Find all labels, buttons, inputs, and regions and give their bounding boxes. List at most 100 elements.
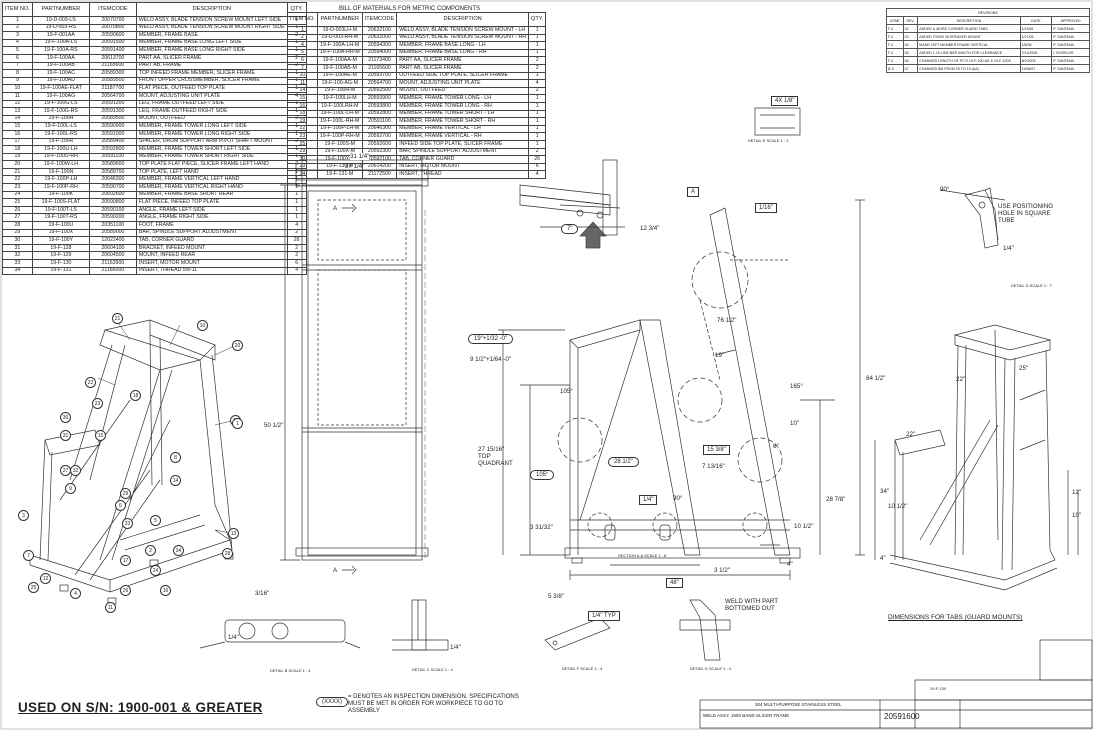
item-balloon: 3 [18,510,29,521]
item-balloon: 6 [115,500,126,511]
dim-6: 6" [773,443,779,450]
item-balloon: 20 [232,340,243,351]
detail-e-label: DETAIL E SCALE 1 : 2 [748,138,789,143]
item-balloon: 9 [65,483,76,494]
item-balloon: 4 [70,588,81,599]
detail-positioning-view [939,187,1006,249]
dim-25: 25" [1019,365,1029,372]
dim-84: 84 1/2" [866,375,886,382]
bom-metric-container: BILL OF MATERIALS FOR METRIC COMPONENTS … [287,6,547,179]
item-balloon: 15 [95,430,106,441]
dim-22-b: 22" [906,431,916,438]
item-balloon: 30 [60,412,71,423]
dim-3-31-32: 3 31/32" [530,524,553,531]
dim-1-16: 1/16" [755,203,777,213]
detail-b-label: DETAIL B SCALE 1 : 4 [270,668,311,673]
used-on-serial: USED ON S/N: 1900-001 & GREATER [18,700,263,715]
tabs-dimensions-title: DIMENSIONS FOR TABS (GUARD MOUNTS) [888,614,1023,621]
bom-left-header-1: PARTNUMBER [31,2,90,17]
view-arrow-icon [579,221,607,249]
dim-4x-1-8: 4X 1/8" [771,96,799,106]
item-balloon: 24 [150,565,161,576]
section-label-a1: A [333,205,338,212]
dim-4: 4" [787,561,793,568]
angle-165: 165° [790,383,803,390]
dim-9: 9 1/2"+1/64 -0" [470,356,512,363]
item-balloon: 25 [28,582,39,593]
front-view [280,155,429,575]
dim-19: 19" [715,352,725,359]
bom-metric-cell: 34 [287,170,318,179]
bom-left-header-3: DESCRIPTION [135,2,288,17]
right-isometric-view [874,324,1079,591]
dim-10: 10" [790,420,800,427]
detail-c-label: DETAIL C SCALE 1 : 4 [412,667,453,672]
item-balloon: 31 [60,430,71,441]
dim-4-b: 4" [880,555,886,562]
dim-76: 76 1/2" [717,317,737,324]
item-balloon: 1 [232,418,243,429]
dim-1-4-c: 1/4" [450,644,461,651]
item-balloon: 18 [130,390,141,401]
item-balloon: 23 [92,398,103,409]
detail-f-label: DETAIL F SCALE 1 : 4 [562,666,603,671]
isometric-frame-view [29,319,234,605]
dim-27: 27 15/16" TOP QUADRANT [478,446,513,467]
detail-g-label: DETAIL G SCALE 1 : 4 [690,666,731,671]
section-a-a-label: SECTION A-A SCALE 1 : 8 [618,553,667,558]
title-block-lines [699,639,1093,729]
angle-90: 90° [673,495,683,502]
drawing-number: 20591600 [884,712,920,721]
bom-metric-cell: 19-F-131-M [316,170,363,179]
dim-5-3-8: 5 3/8" [548,593,564,600]
dim-37: 37 1/4" [345,163,365,170]
item-balloon: 29 [120,488,131,499]
dim-48: 48" [666,578,683,588]
detail-c-view [392,599,449,651]
item-balloon: 22 [85,377,96,388]
bom-left-cell: 21166000 [88,266,137,276]
item-balloon: 27 [60,465,71,476]
item-balloon: 33 [122,518,133,529]
detail-g-view [679,599,731,661]
bom-left-header-0: ITEM NO. [2,2,33,17]
item-balloon: 34 [173,545,184,556]
angle-105-inspection: 105° [530,470,555,480]
inspection-note: = DENOTES AN INSPECTION DIMENSION. SPECI… [348,694,519,714]
dim-50: 50 1/2" [264,422,284,429]
dim-28-inspection: 28 1/2" [608,457,639,467]
bom-metric-cell: 4 [528,170,547,179]
dim-34: 34" [880,488,890,495]
revision-cell: B-3 [886,64,904,73]
item-balloon: 10 [197,320,208,331]
dim-10-1-2-b: 10 1/2" [888,503,908,510]
bom-left-header-2: ITEMCODE [88,2,137,17]
item-balloon: 17 [120,555,131,566]
bom-left-cell: 4 [286,266,307,276]
detail-b-view [199,619,361,649]
dim-10-1-2: 10 1/2" [794,523,814,530]
bom-metric-header-1: PARTNUMBER [316,12,363,27]
dim-28-7-8: 28 7/8" [826,496,846,503]
dim-19-inspection: 19"+1/32 -0" [468,334,514,344]
detail-f-view [544,617,611,651]
dim-1-4-typ: 1/4" TYP [588,611,620,621]
item-balloon: 11 [105,602,116,613]
item-balloon: 16 [160,585,171,596]
bom-metric-title: BILL OF MATERIALS FOR METRIC COMPONENTS [338,6,480,12]
